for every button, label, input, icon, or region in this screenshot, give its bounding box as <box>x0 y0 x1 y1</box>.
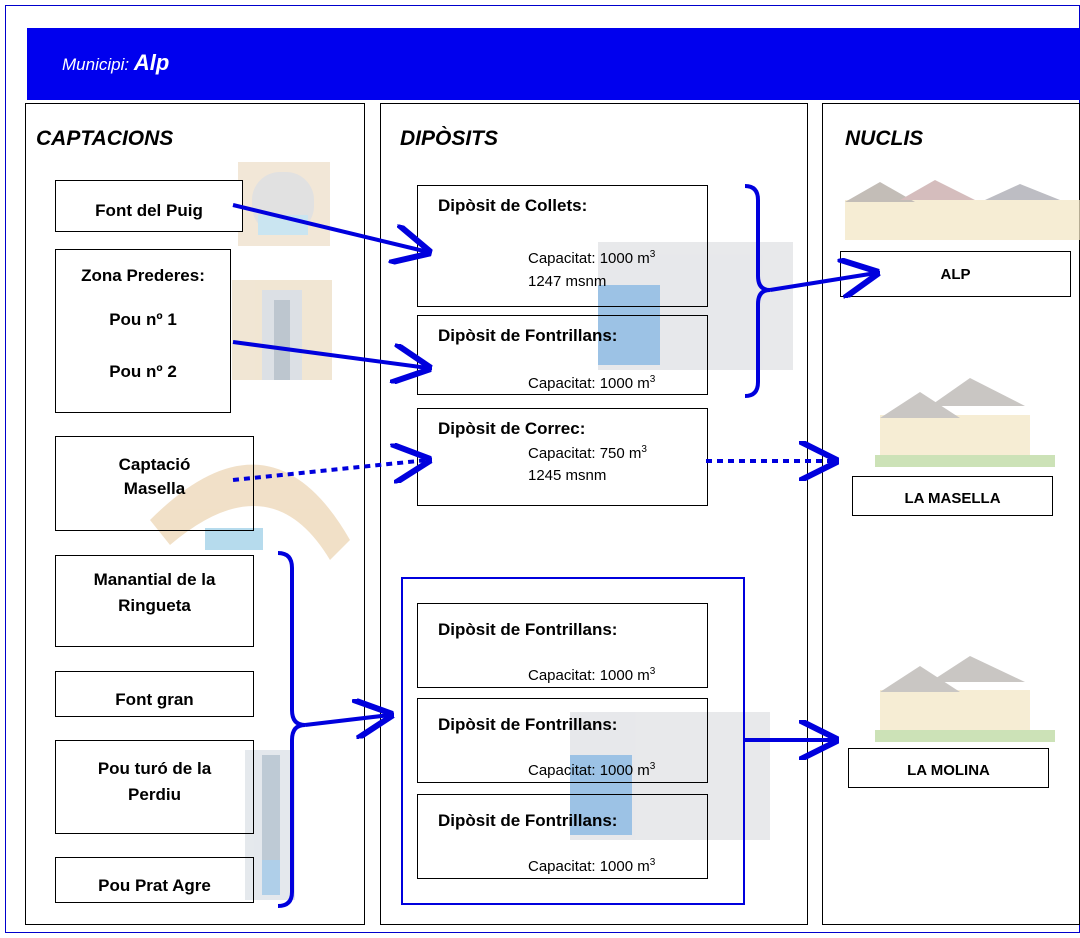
captacio-masella-box: Captació Masella <box>55 436 254 531</box>
font-del-puig-label: Font del Puig <box>95 201 203 220</box>
diposit-fontrillans-b-title: Dipòsit de Fontrillans: <box>438 620 618 639</box>
arrow-captacions-molina-diposits <box>304 715 390 725</box>
diposits-title: DIPÒSITS <box>400 127 499 150</box>
zona-prederes-box: Zona Prederes: Pou nº 1 Pou nº 2 <box>55 249 231 413</box>
diposit-collets-title: Dipòsit de Collets: <box>438 196 588 215</box>
captacions-column <box>25 103 365 925</box>
zona-prederes-label: Zona Prederes: <box>81 266 205 285</box>
arrow-masella-correc <box>232 460 428 480</box>
pou-turo-line2: Perdiu <box>128 785 181 804</box>
font-gran-label: Font gran <box>115 690 194 709</box>
diposit-fontrillans-d-capacity: Capacitat: 1000 m3 <box>528 857 656 875</box>
houses-masella-icon <box>875 378 1055 467</box>
diposit-fontrillans-d-box: Dipòsit de Fontrillans: Capacitat: 1000 … <box>417 794 708 879</box>
diposit-fontrillans-c-box: Dipòsit de Fontrillans: Capacitat: 1000 … <box>417 698 708 783</box>
nucli-la-masella-box: LA MASELLA <box>852 476 1053 516</box>
pou-2-label: Pou nº 2 <box>109 362 177 381</box>
diposit-collets-capacity: Capacitat: 1000 m3 <box>528 249 656 267</box>
diposit-correc-altitude: 1245 msnm <box>528 467 607 484</box>
nucli-la-molina-label: LA MOLINA <box>907 762 990 779</box>
diposit-correc-title: Dipòsit de Correc: <box>438 419 586 438</box>
header-prefix: Municipi: <box>62 55 130 74</box>
arrow-diposits-alp <box>769 273 876 290</box>
houses-alp-icon <box>845 180 1080 240</box>
diposit-fontrillans-c-capacity: Capacitat: 1000 m3 <box>528 761 656 779</box>
diposit-fontrillans-b-box: Dipòsit de Fontrillans: Capacitat: 1000 … <box>417 603 708 688</box>
diposit-fontrillans-a-box: Dipòsit de Fontrillans: Capacitat: 1000 … <box>417 315 708 395</box>
manantial-line1: Manantial de la <box>93 570 216 589</box>
houses-molina-icon <box>875 656 1055 742</box>
captacions-title: CAPTACIONS <box>36 127 174 150</box>
diposit-fontrillans-c-title: Dipòsit de Fontrillans: <box>438 715 618 734</box>
diposit-fontrillans-a-capacity: Capacitat: 1000 m3 <box>528 374 656 392</box>
pou-prat-agre-label: Pou Prat Agre <box>98 876 211 895</box>
pou-turo-line1: Pou turó de la <box>97 759 212 778</box>
diposit-fontrillans-b-capacity: Capacitat: 1000 m3 <box>528 666 656 684</box>
brace-la-molina-captacions <box>277 551 306 908</box>
manantial-ringueta-box: Manantial de la Ringueta <box>55 555 254 647</box>
pou-prat-agre-box: Pou Prat Agre <box>55 857 254 903</box>
diposit-fontrillans-d-title: Dipòsit de Fontrillans: <box>438 811 618 830</box>
header-title: Municipi: Alp <box>62 50 169 76</box>
manantial-line2: Ringueta <box>118 596 191 615</box>
diposit-correc-box: Dipòsit de Correc: Capacitat: 750 m3 124… <box>417 408 708 506</box>
captacio-masella-line1: Captació <box>118 455 191 474</box>
diposit-collets-box: Dipòsit de Collets: Capacitat: 1000 m3 1… <box>417 185 708 307</box>
nucli-la-masella-label: LA MASELLA <box>904 490 1001 507</box>
la-molina-diposits-group <box>401 577 745 905</box>
font-del-puig-box: Font del Puig <box>55 180 243 232</box>
nucli-alp-label: ALP <box>940 266 971 283</box>
nuclis-title: NUCLIS <box>845 127 924 150</box>
arrow-prederes-fontrillans <box>232 340 428 368</box>
captacio-masella-line2: Masella <box>123 479 186 498</box>
municipality-name: Alp <box>133 50 170 75</box>
diposit-collets-altitude: 1247 msnm <box>528 273 607 290</box>
font-gran-box: Font gran <box>55 671 254 717</box>
pou-turo-perdiu-box: Pou turó de la Perdiu <box>55 740 254 834</box>
diposit-correc-capacity: Capacitat: 750 m3 <box>528 444 647 462</box>
pou-1-label: Pou nº 1 <box>109 310 177 329</box>
nucli-la-molina-box: LA MOLINA <box>848 748 1049 788</box>
diposits-column <box>380 103 808 925</box>
municipality-header: Municipi: Alp <box>27 28 1080 100</box>
diposit-fontrillans-a-title: Dipòsit de Fontrillans: <box>438 326 618 345</box>
brace-alp-diposits <box>744 184 771 398</box>
arrow-font-puig-collets <box>232 203 428 252</box>
